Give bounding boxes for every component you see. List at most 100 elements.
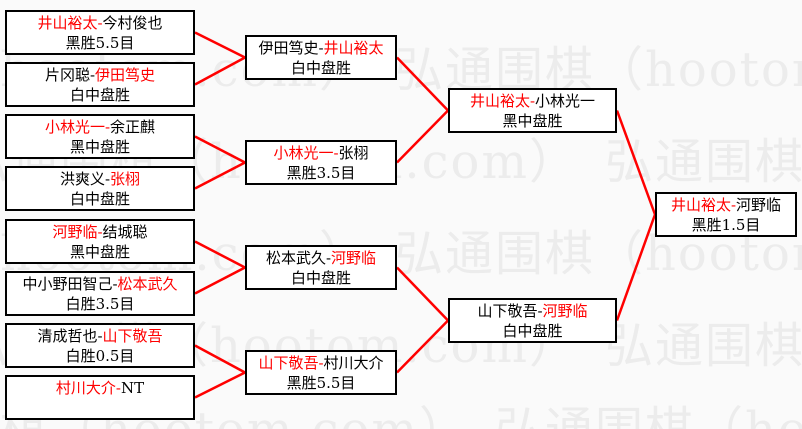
player-name: 伊田笃史: [95, 65, 156, 84]
player-name: 松本武久: [265, 248, 326, 267]
match-box-sf-2: 山下敬吾-河野临 白中盘胜: [448, 298, 617, 343]
match-box-r1-6: 中小野田智己-松本武久 白胜3.5目: [5, 271, 195, 316]
separator: -: [97, 326, 103, 345]
match-box-r1-3: 小林光一-余正麒 黑中盘胜: [5, 114, 195, 159]
connector-line: [194, 266, 246, 295]
connector-line: [194, 56, 246, 86]
match-result: 白胜0.5目: [65, 346, 135, 365]
player-name: 清成哲也: [37, 326, 98, 345]
match-result: 白中盘胜: [290, 268, 351, 287]
connector-line: [396, 319, 449, 374]
player-name: 洪爽义: [59, 169, 105, 188]
player-name: 井山裕太: [323, 38, 384, 57]
match-result: 黑胜3.5目: [286, 163, 356, 182]
player-name: 伊田笃史: [258, 38, 319, 57]
player-name: 河野临: [736, 195, 782, 214]
match-result: 黑胜5.5目: [286, 373, 356, 392]
match-result: 白中盘胜: [502, 321, 563, 340]
connector-line: [194, 344, 246, 374]
match-players: 松本武久-河野临: [266, 248, 376, 268]
match-players: 小林光一-余正麒: [45, 117, 155, 137]
player-name: NT: [120, 378, 145, 397]
player-name: 井山裕太: [469, 91, 530, 110]
separator: -: [115, 378, 121, 397]
match-result: 黑中盘胜: [69, 137, 130, 156]
match-box-r1-7: 清成哲也-山下敬吾 白胜0.5目: [5, 323, 195, 368]
separator: -: [318, 353, 324, 372]
connector-line: [194, 240, 246, 269]
match-players: 片冈聪-伊田笃史: [45, 65, 155, 85]
separator: -: [97, 222, 103, 241]
player-name: 井山裕太: [37, 13, 98, 32]
connector-line: [194, 135, 246, 164]
match-result: 白中盘胜: [290, 58, 351, 77]
separator: -: [112, 274, 118, 293]
player-name: 小林光一: [273, 143, 334, 162]
player-name: 村川大介: [55, 378, 116, 397]
match-players: 小林光一-张栩: [273, 143, 368, 163]
match-players: 井山裕太-小林光一: [470, 91, 595, 111]
connector-line: [396, 266, 449, 322]
match-box-final: 井山裕太-河野临 黑胜1.5目: [655, 192, 797, 237]
match-players: 清成哲也-山下敬吾: [37, 326, 162, 346]
match-box-r2-1: 伊田笃史-井山裕太 白中盘胜: [245, 35, 397, 80]
match-box-r1-2: 片冈聪-伊田笃史 白中盘胜: [5, 62, 195, 107]
connector-line: [194, 371, 246, 399]
match-box-r1-8: 村川大介-NT: [5, 375, 195, 420]
match-box-r2-4: 山下敬吾-村川大介 黑胜5.5目: [245, 350, 397, 395]
player-name: 张栩: [110, 169, 141, 188]
player-name: 河野临: [52, 222, 98, 241]
match-result: 黑胜1.5目: [691, 215, 761, 234]
match-box-r1-4: 洪爽义-张栩 白中盘胜: [5, 166, 195, 211]
player-name: 村川大介: [323, 353, 384, 372]
player-name: 结城聪: [102, 222, 148, 241]
match-result: 黑中盘胜: [502, 111, 563, 130]
separator: -: [104, 169, 111, 188]
connector-line: [194, 31, 246, 59]
match-players: 山下敬吾-河野临: [477, 301, 587, 321]
match-players: 伊田笃史-井山裕太: [258, 38, 383, 58]
match-result: 黑中盘胜: [69, 242, 130, 261]
player-name: 今村俊也: [102, 13, 163, 32]
match-box-r1-1: 井山裕太-今村俊也 黑胜5.5目: [5, 10, 195, 55]
player-name: 小林光一: [44, 117, 105, 136]
player-name: 中小野田智己: [22, 274, 113, 293]
match-players: 河野临-结城聪: [52, 222, 147, 242]
match-result: 白中盘胜: [69, 85, 130, 104]
match-box-r2-3: 松本武久-河野临 白中盘胜: [245, 245, 397, 290]
player-name: 松本武久: [117, 274, 178, 293]
connector-line: [615, 214, 657, 321]
player-name: 山下敬吾: [477, 301, 538, 320]
connector-line: [615, 110, 657, 215]
player-name: 河野临: [331, 248, 377, 267]
connector-line: [396, 109, 449, 164]
separator: -: [97, 13, 103, 32]
match-box-r1-5: 河野临-结城聪 黑中盘胜: [5, 219, 195, 264]
separator: -: [325, 248, 332, 267]
separator: -: [537, 301, 543, 320]
match-result: 白中盘胜: [69, 189, 130, 208]
match-players: 洪爽义-张栩: [60, 169, 140, 189]
separator: -: [529, 91, 536, 110]
match-players: 中小野田智己-松本武久: [22, 274, 177, 294]
player-name: 山下敬吾: [102, 326, 163, 345]
player-name: 片冈聪: [44, 65, 90, 84]
match-players: 井山裕太-河野临: [671, 195, 781, 215]
connector-line: [194, 161, 246, 190]
separator: -: [104, 117, 111, 136]
match-players: 村川大介-NT: [56, 378, 144, 398]
match-box-sf-1: 井山裕太-小林光一 黑中盘胜: [448, 88, 617, 133]
player-name: 井山裕太: [670, 195, 731, 214]
player-name: 山下敬吾: [258, 353, 319, 372]
match-players: 井山裕太-今村俊也: [37, 13, 162, 33]
connector-line: [396, 56, 449, 112]
separator: -: [333, 143, 339, 162]
player-name: 河野临: [542, 301, 588, 320]
separator: -: [318, 38, 324, 57]
match-result: 白胜3.5目: [65, 294, 135, 313]
separator: -: [89, 65, 96, 84]
match-result: 黑胜5.5目: [65, 33, 135, 52]
player-name: 小林光一: [535, 91, 596, 110]
player-name: 余正麒: [110, 117, 156, 136]
